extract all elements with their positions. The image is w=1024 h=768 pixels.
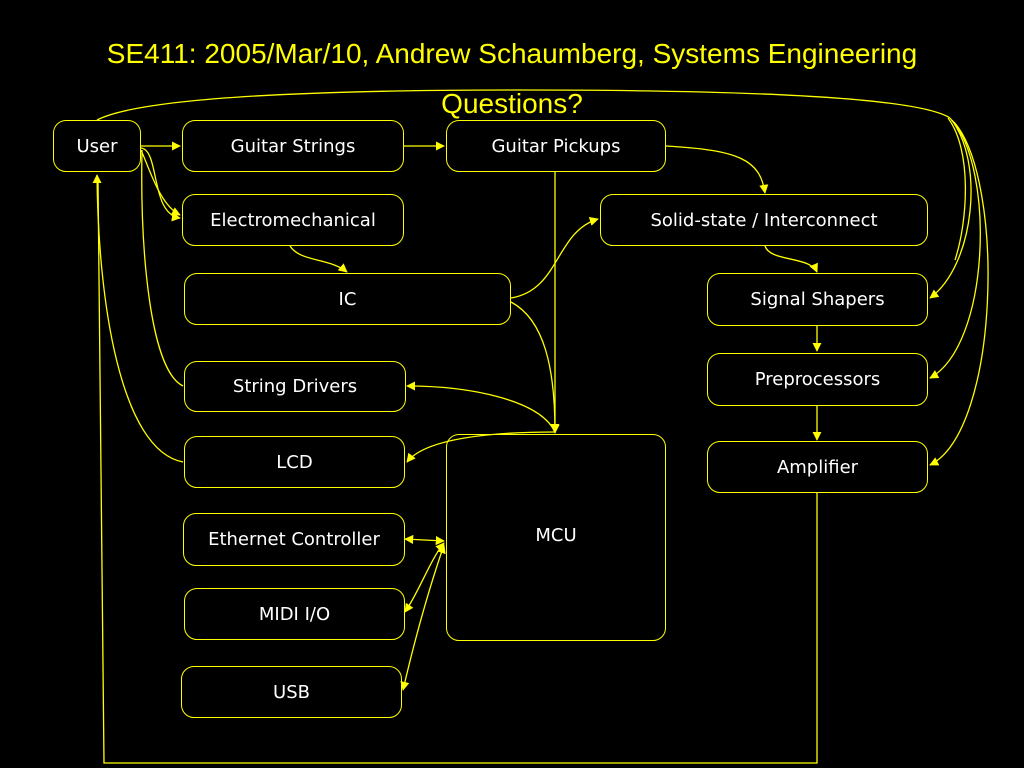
node-solid-state-interconnect: Solid-state / Interconnect: [600, 194, 928, 246]
edge-loop-to-preprocessors: [929, 119, 981, 379]
edge-loop-to-amplifier: [929, 121, 989, 466]
node-ethernet-controller: Ethernet Controller: [183, 513, 405, 566]
edge-user-to-electromechanical: [140, 147, 181, 222]
node-preprocessors: Preprocessors: [707, 353, 928, 406]
edge-loop-extra: [947, 117, 967, 261]
slide-subtitle: Questions?: [441, 88, 583, 119]
edge-mcu-to-lcd: [406, 431, 556, 463]
slide-title: SE411: 2005/Mar/10, Andrew Schaumberg, S…: [106, 38, 918, 69]
edge-ic-to-solid-state: [510, 217, 599, 299]
node-guitar-strings: Guitar Strings: [182, 120, 404, 172]
node-midi-io: MIDI I/O: [184, 588, 405, 640]
edge-loop-to-shapers: [929, 117, 972, 299]
node-lcd: LCD: [184, 436, 405, 488]
node-ic: IC: [184, 273, 511, 325]
edge-mcu-to-string-drivers: [406, 381, 556, 433]
edge-user-top-loop: [96, 89, 951, 121]
edge-mcu-to-midi: [404, 542, 445, 613]
edge-lcd-to-user: [92, 174, 184, 463]
node-guitar-pickups: Guitar Pickups: [446, 120, 666, 172]
edge-electromechanical-to-ic: [289, 245, 348, 273]
node-mcu: MCU: [446, 434, 666, 641]
edge-solid-state-to-shapers: [764, 245, 818, 273]
node-electromechanical: Electromechanical: [182, 194, 404, 246]
node-string-drivers: String Drivers: [184, 361, 406, 412]
edge-amplifier-to-user: [97, 179, 818, 764]
edge-string-drivers-to-user: [141, 149, 184, 387]
node-signal-shapers: Signal Shapers: [707, 273, 928, 326]
node-user: User: [53, 120, 141, 172]
node-amplifier: Amplifier: [707, 441, 928, 493]
node-usb: USB: [181, 666, 402, 718]
edge-pickups-to-solid-state: [664, 145, 769, 194]
edge-ic-to-mcu: [510, 301, 560, 433]
edge-user-to-electromechanical-2: [140, 149, 181, 216]
edge-mcu-to-usb: [400, 544, 446, 691]
edge-mcu-ethernet: [404, 534, 445, 546]
